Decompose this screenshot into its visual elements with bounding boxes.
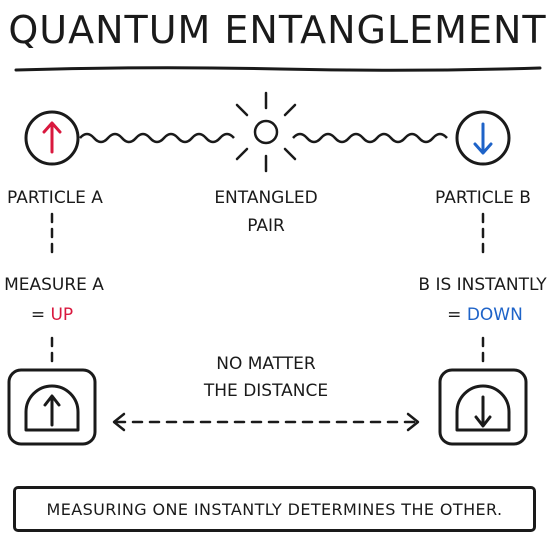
measure-b-result: DOWN [466,305,523,325]
measure-b-label: B IS INSTANTLY [418,275,547,295]
title-underline [14,66,542,72]
distance-label-line2: THE DISTANCE [203,381,329,401]
measure-a-label: MEASURE A [4,275,104,295]
measure-a-result: UP [50,305,74,325]
entangled-pair-label-line1: ENTANGLED [214,188,318,208]
wave-left [79,132,235,144]
measure-a-prefix: = [30,305,51,325]
measure-a-result-row: = UP [0,301,104,329]
caption-text: MEASURING ONE INSTANTLY DETERMINES THE O… [46,499,503,519]
entangled-pair-label-line2: PAIR [247,216,285,236]
meter-b-icon [438,368,528,446]
particle-a-icon [24,110,80,166]
distance-label-line1: NO MATTER [216,354,316,374]
distance-arrow [112,412,420,432]
entangled-pair-icon [235,91,297,173]
page-title: QUANTUM ENTANGLEMENT [8,8,547,52]
particle-a-label: PARTICLE A [7,188,103,208]
meter-a-icon [7,368,97,446]
particle-b-icon [455,110,511,166]
caption-box: MEASURING ONE INSTANTLY DETERMINES THE O… [13,486,536,532]
wave-right [292,132,448,144]
measure-b-prefix: = [447,305,467,325]
particle-b-label: PARTICLE B [435,188,531,208]
measure-b-result-row: = DOWN [430,301,540,329]
